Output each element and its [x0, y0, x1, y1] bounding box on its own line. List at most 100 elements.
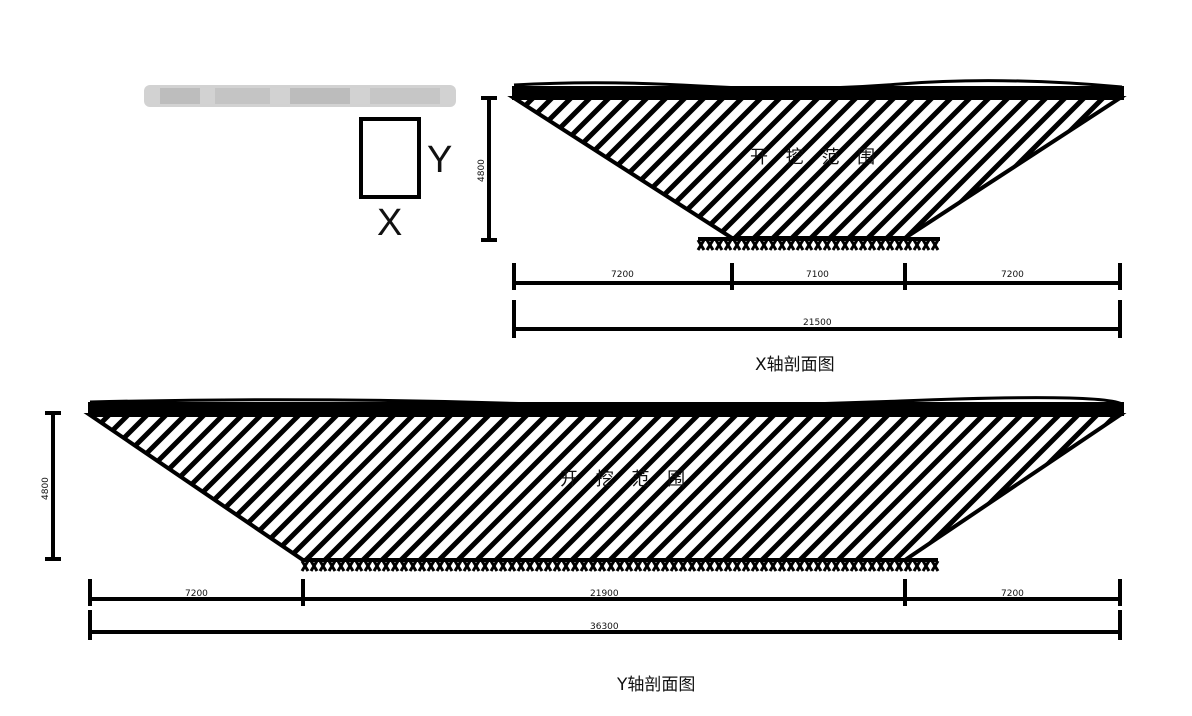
- section-y-hatch-line: [90, 415, 225, 560]
- section-y-soil-mark: [363, 560, 373, 572]
- section-y-soil-mark: [678, 560, 688, 572]
- section-y-hatch-line: [1026, 415, 1120, 560]
- section-y-soil-mark: [597, 560, 607, 572]
- section-y-soil-mark: [462, 560, 472, 572]
- section-y-hatch-line: [931, 415, 1080, 560]
- section-x-hatch-line: [1134, 98, 1192, 238]
- section-x-soil-mark: [876, 239, 886, 251]
- section-y-soil-mark: [552, 560, 562, 572]
- section-y-soil-mark: [723, 560, 733, 572]
- section-y-soil-mark: [606, 560, 616, 572]
- section-y-soil-mark: [426, 560, 436, 572]
- section-y-soil-mark: [381, 560, 391, 572]
- section-x-soil-mark: [732, 239, 742, 251]
- section-x-segment-2: 7100: [806, 270, 829, 280]
- section-y-soil-mark: [480, 560, 490, 572]
- section-x-soil-mark: [777, 239, 787, 251]
- section-y-hatch-line: [741, 415, 890, 560]
- section-y-hatch-line: [817, 415, 966, 560]
- section-y-hatch-line: [874, 415, 1023, 560]
- section-x-hatch-line: [790, 98, 934, 238]
- section-y-soil-mark: [786, 560, 796, 572]
- section-y-soil-mark: [408, 560, 418, 572]
- section-y-hatch-line: [570, 415, 719, 560]
- section-y-soil-mark: [318, 560, 328, 572]
- section-y-area-label: 开 挖 范 围: [560, 469, 691, 490]
- section-y-hatch-line: [950, 415, 1099, 560]
- section-y-soil-mark: [903, 560, 913, 572]
- section-y-hatch-line: [836, 415, 985, 560]
- section-y-hatch-line: [342, 415, 491, 560]
- section-y-soil-mark: [327, 560, 337, 572]
- axis-y-letter: Y: [427, 139, 452, 181]
- section-x-hatch-line: [1113, 98, 1120, 238]
- section-y-bottom-soil: [300, 558, 940, 572]
- section-y-ground-band: [88, 402, 1124, 416]
- section-x-soil-mark: [714, 239, 724, 251]
- section-x-hatch: [514, 98, 1192, 238]
- section-x-soil-mark: [921, 239, 931, 251]
- section-y-hatch-line: [969, 415, 1118, 560]
- section-x-soil-mark: [759, 239, 769, 251]
- axis-key-rect: [359, 117, 421, 199]
- section-y-soil-mark: [372, 560, 382, 572]
- section-y-soil-mark: [471, 560, 481, 572]
- section-y-hatch-line: [133, 415, 282, 560]
- section-y-hatch-line: [90, 415, 206, 560]
- section-y-hatch-line: [1123, 415, 1192, 560]
- section-y-soil-mark: [588, 560, 598, 572]
- section-y-hatch-line: [361, 415, 510, 560]
- axis-key: Y X: [359, 117, 452, 244]
- section-y-soil-mark: [300, 560, 310, 572]
- section-y-soil-mark: [534, 560, 544, 572]
- section-x-hatch-line: [514, 98, 592, 238]
- section-y-caption: Y轴剖面图: [616, 675, 695, 695]
- section-y-hatch-line: [114, 415, 263, 560]
- section-y-soil-mark: [561, 560, 571, 572]
- section-x-soil-mark: [804, 239, 814, 251]
- section-y-soil-mark: [516, 560, 526, 572]
- section-x: 开 挖 范 围 4800 7200 7100 7200 21500 X轴剖面图: [477, 79, 1192, 375]
- section-y-total-dim: 36300: [88, 610, 1122, 640]
- section-y-soil-mark: [822, 560, 832, 572]
- section-y-hatch-line: [513, 415, 662, 560]
- section-x-hatch-line: [1153, 98, 1192, 238]
- section-y-soil-mark: [714, 560, 724, 572]
- section-x-hatch-line: [733, 98, 877, 238]
- section-x-soil-mark: [903, 239, 913, 251]
- section-x-hatch-line: [714, 98, 858, 238]
- section-x-hatch-line: [514, 98, 630, 238]
- section-x-hatch-line: [1075, 98, 1120, 238]
- section-x-hatch-line: [866, 98, 1010, 238]
- section-y-soil-mark: [741, 560, 751, 572]
- section-y-hatch-line: [266, 415, 415, 560]
- section-y-hatch-line: [285, 415, 434, 560]
- section-x-area-label: 开 挖 范 围: [750, 147, 881, 168]
- section-x-soil-mark: [894, 239, 904, 251]
- section-x-soil-mark: [885, 239, 895, 251]
- section-x-bottom-soil: [696, 237, 940, 251]
- section-y-hatch-line: [90, 415, 187, 560]
- section-y-soil-mark: [444, 560, 454, 572]
- section-y-soil-mark: [759, 560, 769, 572]
- section-y-soil-mark: [543, 560, 553, 572]
- section-y-soil-mark: [570, 560, 580, 572]
- section-x-hatch-line: [847, 98, 991, 238]
- section-y-segment-1: 7200: [185, 589, 208, 599]
- section-y-soil-mark: [813, 560, 823, 572]
- section-y-soil-mark: [354, 560, 364, 572]
- section-y-soil-mark: [840, 560, 850, 572]
- section-y-soil-mark: [435, 560, 445, 572]
- section-y-soil-mark: [921, 560, 931, 572]
- section-y-segment-dim: 7200 21900 7200: [88, 579, 1122, 606]
- section-y-hatch-line: [247, 415, 396, 560]
- section-x-soil-mark: [741, 239, 751, 251]
- section-x-hatch-line: [809, 98, 953, 238]
- section-x-soil-mark: [750, 239, 760, 251]
- section-x-depth-value: 4800: [477, 159, 487, 182]
- section-x-hatch-line: [904, 98, 1048, 238]
- section-y-hatch-line: [209, 415, 358, 560]
- section-y-hatch-line: [646, 415, 795, 560]
- section-y-total-value: 36300: [590, 622, 619, 632]
